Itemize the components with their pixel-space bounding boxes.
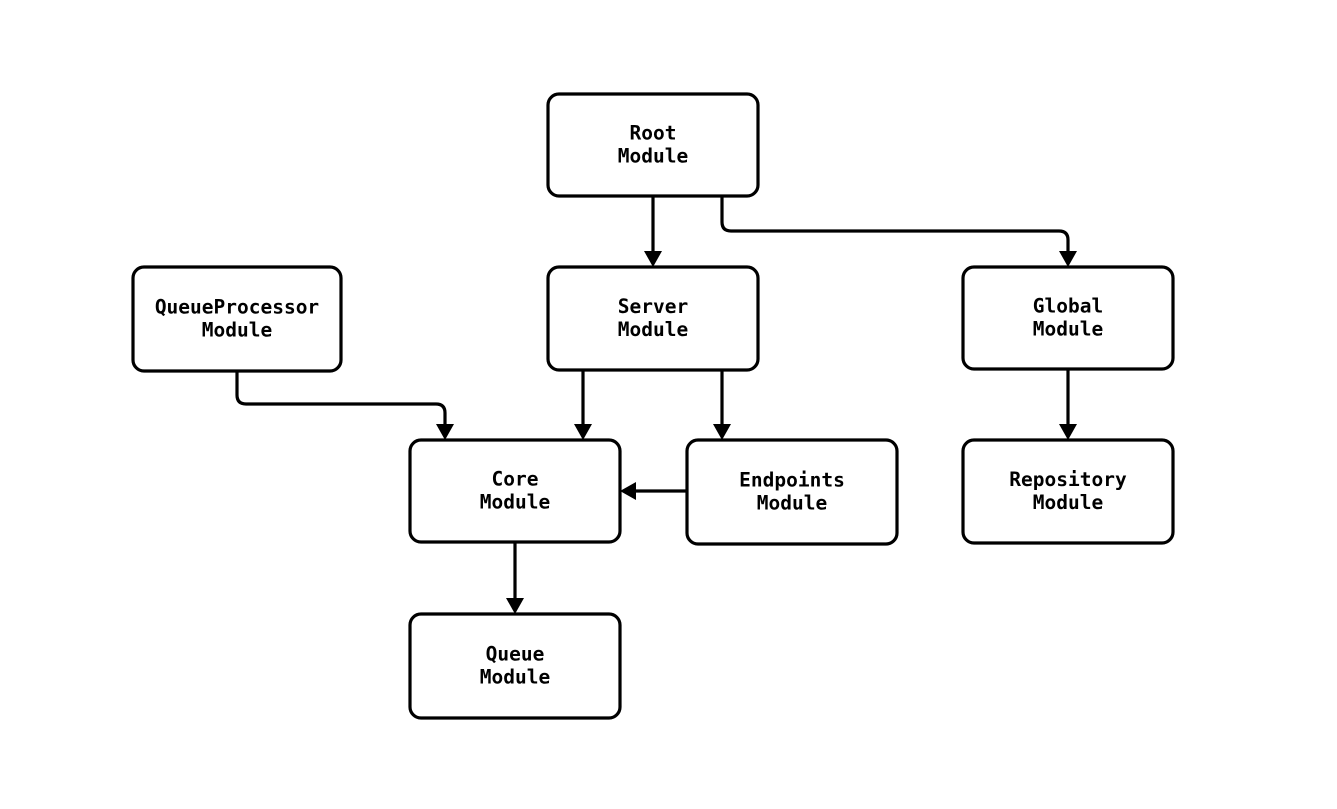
node-label-line2: Module [202,319,272,342]
edges-layer [235,196,1077,614]
node-label-line1: Global [1033,295,1103,318]
edge-line [720,196,1070,252]
edge-global-repository [1059,369,1077,440]
node-label-line2: Module [618,145,688,168]
node-box[interactable] [546,265,760,372]
node-box[interactable] [546,92,760,198]
node-label-line1: Repository [1009,468,1127,491]
node-label-line1: Root [630,122,677,145]
node-label-line2: Module [1033,491,1103,514]
nodes-layer: RootModuleQueueProcessorModuleServerModu… [131,92,1175,720]
node-label-line2: Module [757,492,827,515]
edge-root-global [720,196,1077,267]
node-box[interactable] [685,438,899,546]
node-label-line1: Queue [486,643,545,666]
node-label-line2: Module [618,318,688,341]
arrow-head-icon [713,424,731,440]
arrow-head-icon [1059,251,1077,267]
node-label-line2: Module [480,666,550,689]
node-box[interactable] [408,438,622,544]
edge-root-server [644,196,662,267]
arrow-head-icon [574,424,592,440]
node-box[interactable] [408,612,622,720]
edge-queueprocessor-core [235,371,454,440]
arrow-head-icon [644,251,662,267]
edge-endpoints-core [620,482,687,500]
arrow-head-icon [436,424,454,440]
node-label-line1: Endpoints [739,469,845,492]
node-label-line1: QueueProcessor [155,296,319,319]
node-box[interactable] [131,265,343,373]
edge-core-queue [506,542,524,614]
arrow-head-icon [1059,424,1077,440]
arrow-head-icon [506,598,524,614]
edge-line [235,371,447,425]
arrow-head-icon [620,482,636,500]
node-box[interactable] [961,265,1175,371]
node-box[interactable] [961,438,1175,545]
node-label-line2: Module [1033,318,1103,341]
node-label-line1: Server [618,295,688,318]
edge-server-core [574,370,592,440]
node-label-line1: Core [492,468,539,491]
node-label-line2: Module [480,491,550,514]
edge-server-endpoints [713,370,731,440]
